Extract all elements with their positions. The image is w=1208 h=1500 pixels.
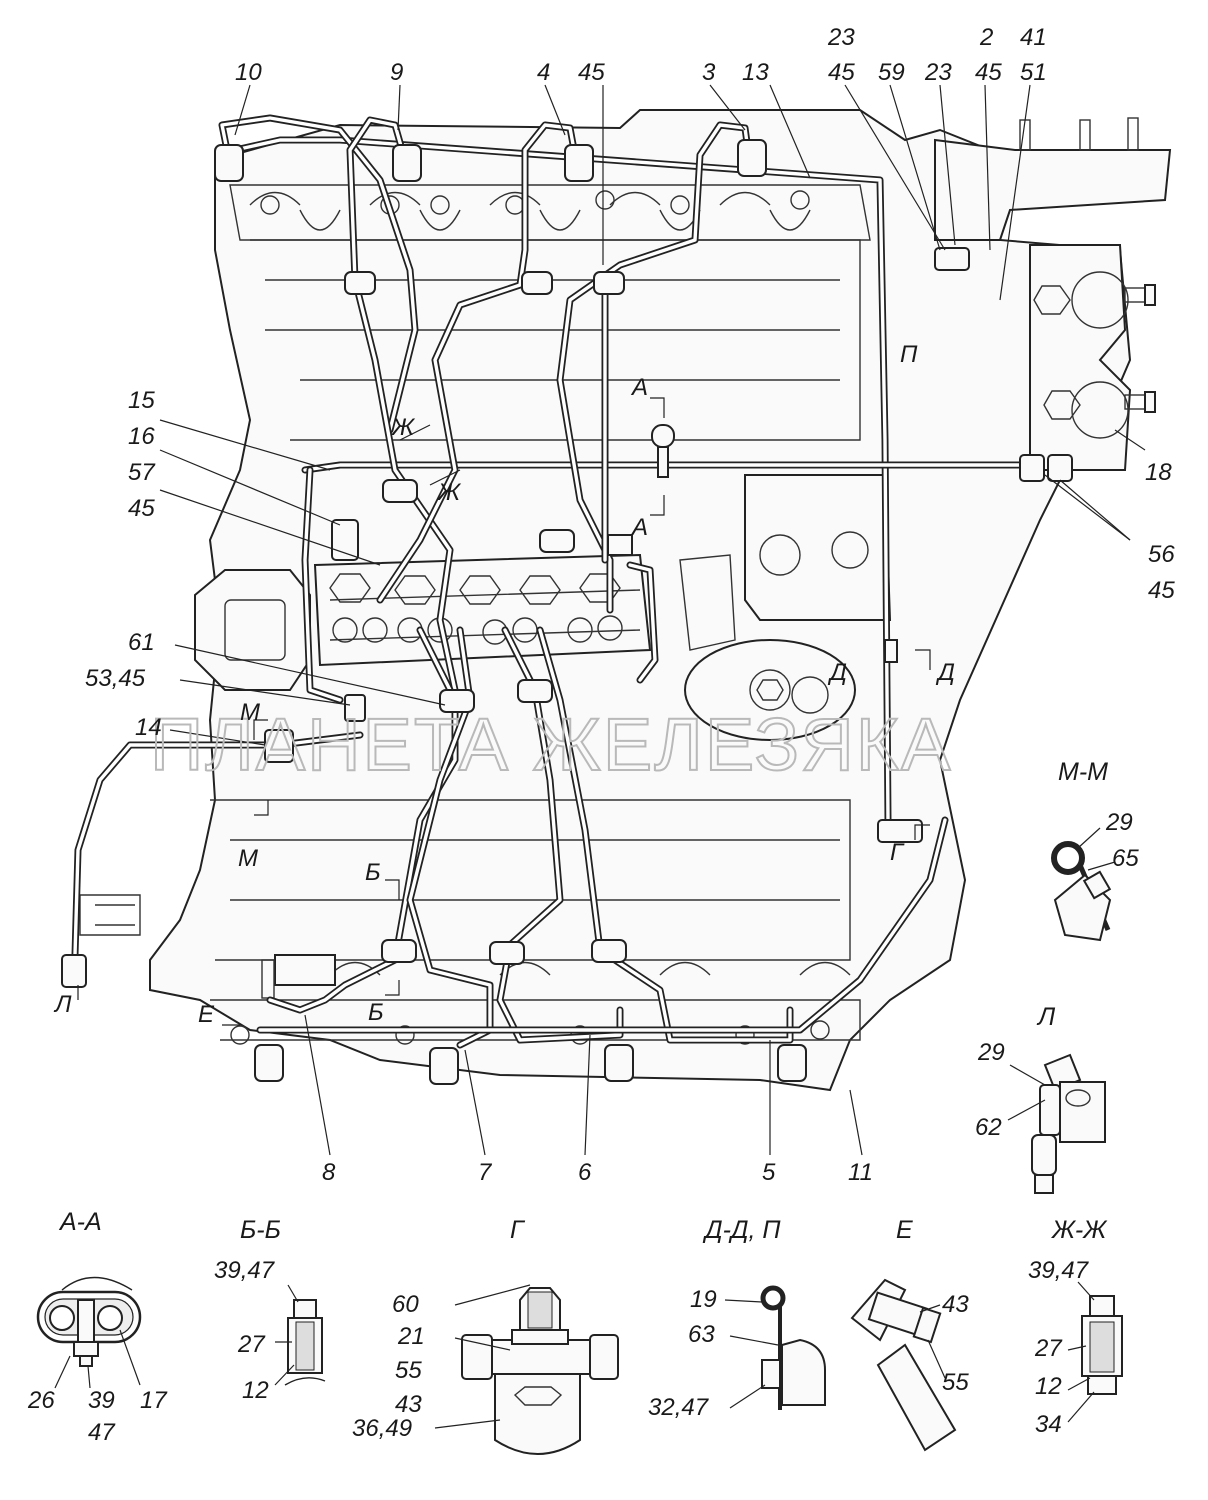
g-callout-36-49: 36,49 <box>352 1415 412 1442</box>
l-callout-62: 62 <box>975 1114 1002 1141</box>
detail-b-b-title: Б-Б <box>240 1216 281 1244</box>
dd-callout-19: 19 <box>690 1286 717 1313</box>
e-callout-43: 43 <box>942 1291 969 1318</box>
callout-59: 59 <box>878 59 905 86</box>
section-markers: А А Ж Ж П Д Д М М Г Б Б Л Е <box>53 341 955 1028</box>
marker-e: Е <box>198 1001 215 1028</box>
bb-callout-12: 12 <box>242 1377 269 1404</box>
clamps <box>61 139 1156 1085</box>
l-callout-29: 29 <box>977 1039 1005 1066</box>
callout-4: 4 <box>537 59 550 86</box>
detail-zh-zh-title: Ж-Ж <box>1050 1216 1108 1244</box>
callout-45-top: 45 <box>578 59 605 86</box>
callout-45-upper: 45 <box>828 59 855 86</box>
detail-d-d-p: Д-Д, П 19 63 32,47 <box>648 1216 826 1421</box>
marker-b-1: Б <box>365 859 381 886</box>
aa-callout-47: 47 <box>88 1419 116 1446</box>
detail-m-m-title: М-М <box>1058 758 1108 786</box>
leader-lines <box>77 84 1146 1156</box>
detail-b-b: Б-Б 39,47 27 12 <box>214 1216 326 1404</box>
detail-zh-zh: Ж-Ж 39,47 27 12 34 <box>1028 1216 1123 1438</box>
marker-p: П <box>900 341 918 368</box>
detail-d-d-p-title: Д-Д, П <box>702 1216 781 1244</box>
callout-45-56: 45 <box>1148 577 1175 604</box>
marker-d-2: Д <box>935 659 955 686</box>
g-callout-55: 55 <box>395 1357 422 1384</box>
aa-callout-26: 26 <box>27 1387 55 1414</box>
marker-d-1: Д <box>827 659 847 686</box>
marker-zh-1: Ж <box>391 414 416 441</box>
callout-51: 51 <box>1020 59 1047 86</box>
zhzh-callout-27: 27 <box>1034 1335 1063 1362</box>
callout-13: 13 <box>742 59 769 86</box>
callout-56: 56 <box>1148 541 1175 568</box>
marker-m-1: М <box>240 699 260 726</box>
zhzh-callout-34: 34 <box>1035 1411 1062 1438</box>
callout-3: 3 <box>702 59 716 86</box>
callout-7: 7 <box>478 1159 493 1186</box>
detail-a-a: А-А 26 39 47 17 <box>27 1208 168 1446</box>
zhzh-callout-12: 12 <box>1035 1373 1062 1400</box>
aa-callout-39: 39 <box>88 1387 115 1414</box>
watermark: ПЛАНЕТА ЖЕЛЕЗЯКА <box>150 703 952 786</box>
g-callout-43: 43 <box>395 1391 422 1418</box>
callout-16: 16 <box>128 423 155 450</box>
callout-14: 14 <box>135 714 162 741</box>
detail-e-title: Е <box>896 1216 913 1244</box>
callout-15: 15 <box>128 387 155 414</box>
bb-callout-27: 27 <box>237 1331 266 1358</box>
callout-8: 8 <box>322 1159 336 1186</box>
zhzh-callout-39-47: 39,47 <box>1028 1257 1090 1284</box>
main-callouts: 10 9 4 45 3 13 23 45 59 23 2 45 41 51 15… <box>85 24 1175 1186</box>
dd-callout-63: 63 <box>688 1321 715 1348</box>
callout-45-left: 45 <box>128 495 155 522</box>
detail-l: Л 29 62 <box>975 1003 1106 1194</box>
e-callout-55: 55 <box>942 1369 969 1396</box>
callout-9: 9 <box>390 59 403 86</box>
callout-45-right: 45 <box>975 59 1002 86</box>
detail-m-m: М-М 29 65 <box>1051 758 1139 942</box>
callout-23-upper: 23 <box>827 24 855 51</box>
aa-callout-17: 17 <box>140 1387 168 1414</box>
mm-callout-29: 29 <box>1105 809 1133 836</box>
callout-2: 2 <box>979 24 993 51</box>
callout-61: 61 <box>128 629 155 656</box>
callout-6: 6 <box>578 1159 592 1186</box>
detail-l-title: Л <box>1036 1003 1056 1031</box>
callout-11: 11 <box>848 1159 873 1186</box>
bb-callout-39-47: 39,47 <box>214 1257 276 1284</box>
marker-a-bottom: А <box>630 514 648 541</box>
marker-zh-2: Ж <box>437 479 462 506</box>
callout-18: 18 <box>1145 459 1172 486</box>
dd-callout-32-47: 32,47 <box>648 1394 710 1421</box>
g-callout-60: 60 <box>392 1291 419 1318</box>
marker-l: Л <box>53 991 72 1018</box>
mm-callout-65: 65 <box>1112 845 1139 872</box>
detail-g-title: Г <box>510 1216 526 1244</box>
detail-g: Г 60 21 55 43 36,49 <box>352 1216 619 1455</box>
callout-53-45: 53,45 <box>85 665 146 692</box>
marker-m-2: М <box>238 845 258 872</box>
marker-g: Г <box>890 839 905 866</box>
callout-5: 5 <box>762 1159 776 1186</box>
callout-57: 57 <box>128 459 156 486</box>
detail-a-a-title: А-А <box>58 1208 102 1236</box>
callout-41: 41 <box>1020 24 1047 51</box>
g-callout-21: 21 <box>397 1323 425 1350</box>
detail-e: Е 43 55 <box>850 1216 969 1452</box>
callout-23: 23 <box>924 59 952 86</box>
marker-a-top: А <box>630 374 648 401</box>
callout-10: 10 <box>235 59 262 86</box>
marker-b-2: Б <box>368 999 384 1026</box>
